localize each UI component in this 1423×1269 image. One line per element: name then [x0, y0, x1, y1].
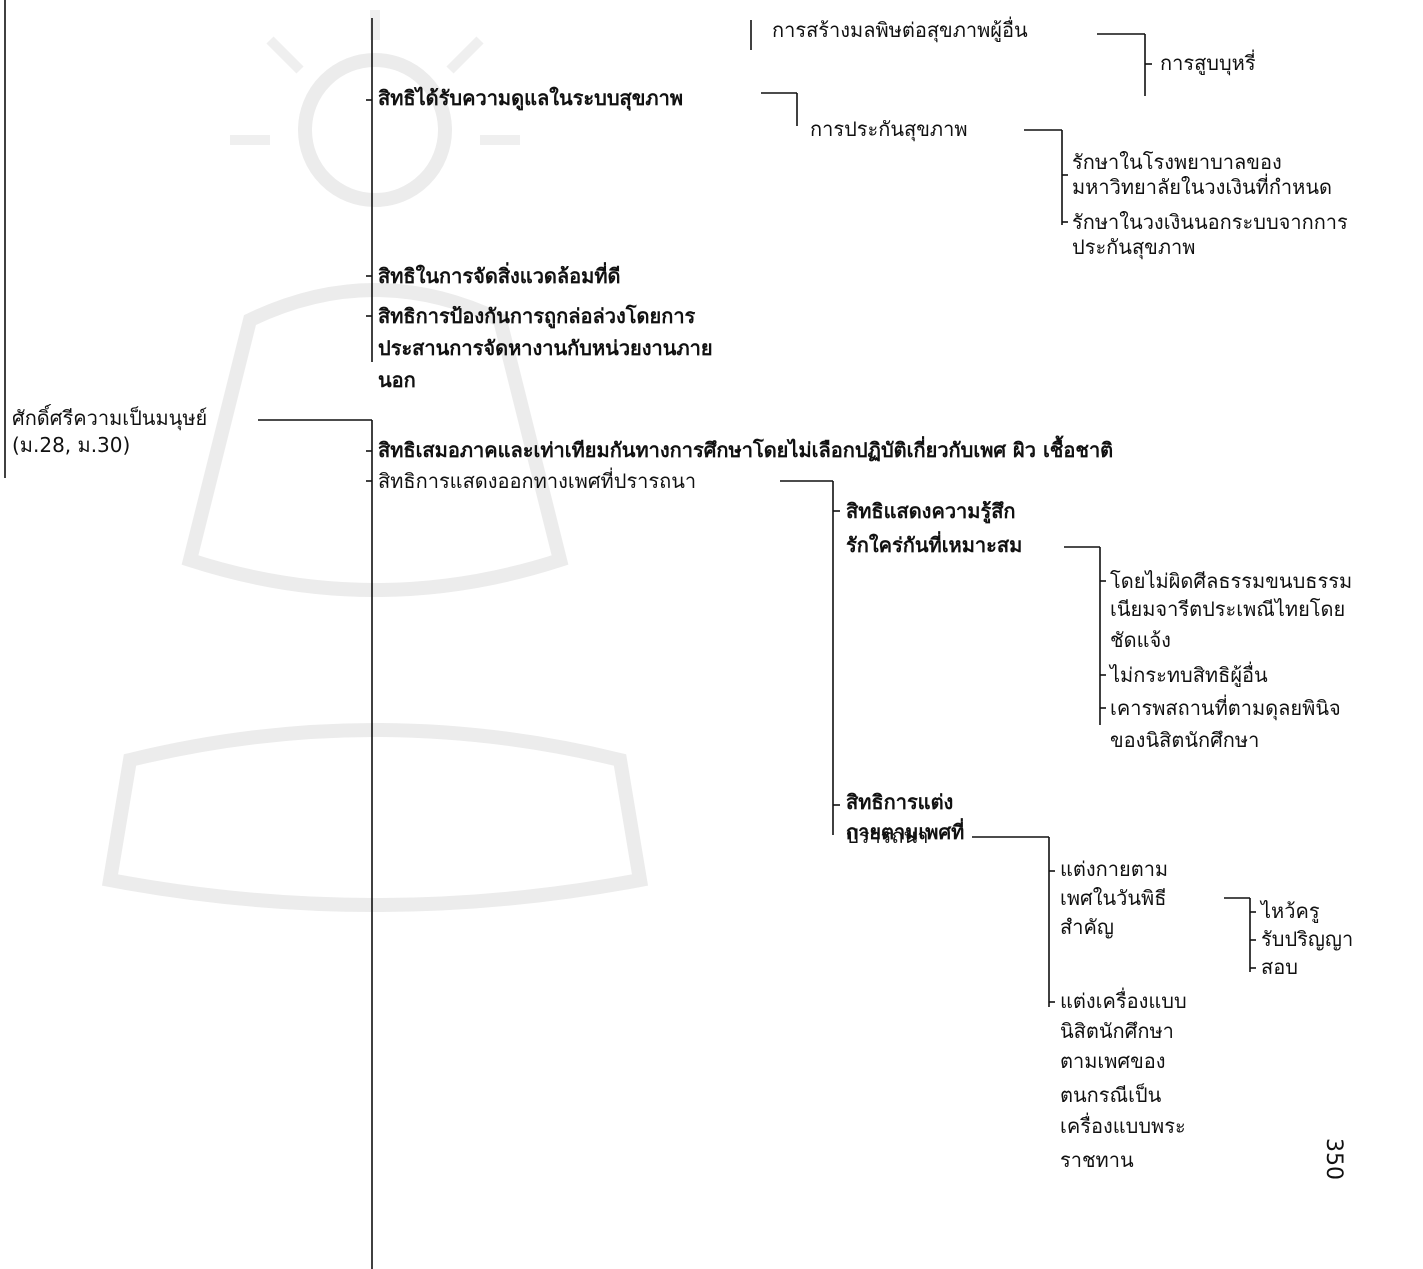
feelings-condition-line: ชัดแจ้ง [1110, 628, 1171, 652]
node-gender-expression: สิทธิการแสดงออกทางเพศที่ปรารถนา [378, 469, 697, 493]
feelings-condition-line: ของนิสิตนักศึกษา [1110, 728, 1260, 752]
node-feelings-line: สิทธิแสดงความรู้สึก [846, 499, 1016, 523]
node-ceremony-line: เพศในวันพิธี [1060, 886, 1167, 910]
ceremony-item: สอบ [1261, 955, 1298, 979]
feelings-condition-line: เคารพสถานที่ตามดุลยพินิจ [1110, 696, 1341, 720]
page-number: 350 [1321, 1138, 1346, 1180]
insurance-item-line: ประกันสุขภาพ [1072, 235, 1196, 259]
node-uniform-line: เครื่องแบบพระ [1060, 1114, 1186, 1138]
feelings-condition-line: เนียมจารีตประเพณีไทยโดย [1110, 597, 1346, 621]
node-ceremony-line: สำคัญ [1060, 915, 1114, 939]
node-uniform-line: ตามเพศของ [1060, 1049, 1166, 1073]
node-pollution: การสร้างมลพิษต่อสุขภาพผู้อื่น [772, 18, 1028, 42]
root-node-label: ศักดิ์ศรีความเป็นมนุษย์ [12, 406, 208, 430]
node-ceremony-line: แต่งกายตาม [1060, 857, 1169, 881]
insurance-item-line: มหาวิทยาลัยในวงเงินที่กำหนด [1072, 175, 1333, 199]
node-dress-line: กายตามเพศที่ [846, 820, 965, 844]
node-uniform-line: ตนกรณีเป็น [1060, 1083, 1162, 1107]
ceremony-item: รับปริญญา [1261, 927, 1354, 951]
node-dress-line: ปรารถนา [846, 824, 929, 848]
node-harassment-line: นอก [378, 368, 416, 392]
node-feelings-line: รักใคร่กันที่เหมาะสม [846, 533, 1023, 557]
insurance-item-line: รักษาในโรงพยาบาลของ [1072, 150, 1282, 174]
node-uniform-line: นิสิตนักศึกษา [1060, 1019, 1174, 1043]
node-uniform-line: แต่งเครื่องแบบ [1060, 989, 1187, 1013]
node-uniform-line: ราชทาน [1060, 1148, 1134, 1172]
ceremony-item: ไหว้ครู [1261, 899, 1320, 923]
node-harassment-line: ประสานการจัดหางานกับหน่วยงานภาย [378, 336, 713, 360]
node-health-care: สิทธิได้รับความดูแลในระบบสุขภาพ [378, 86, 684, 110]
root-node-reference: (ม.28, ม.30) [12, 433, 131, 457]
feelings-condition-line: โดยไม่ผิดศีลธรรมขนบธรรม [1110, 569, 1353, 593]
node-environment: สิทธิในการจัดสิ่งแวดล้อมที่ดี [378, 264, 621, 288]
node-smoking: การสูบบุหรี่ [1160, 51, 1256, 75]
node-equality: สิทธิเสมอภาคและเท่าเทียมกันทางการศึกษาโด… [378, 438, 1114, 462]
node-insurance: การประกันสุขภาพ [810, 117, 968, 141]
insurance-item-line: รักษาในวงเงินนอกระบบจากการ [1072, 210, 1348, 234]
node-dress-line: สิทธิการแต่ง [846, 790, 954, 814]
node-harassment-line: สิทธิการป้องกันการถูกล่อล่วงโดยการ [378, 304, 696, 328]
feelings-condition-line: ไม่กระทบสิทธิผู้อื่น [1110, 663, 1268, 687]
